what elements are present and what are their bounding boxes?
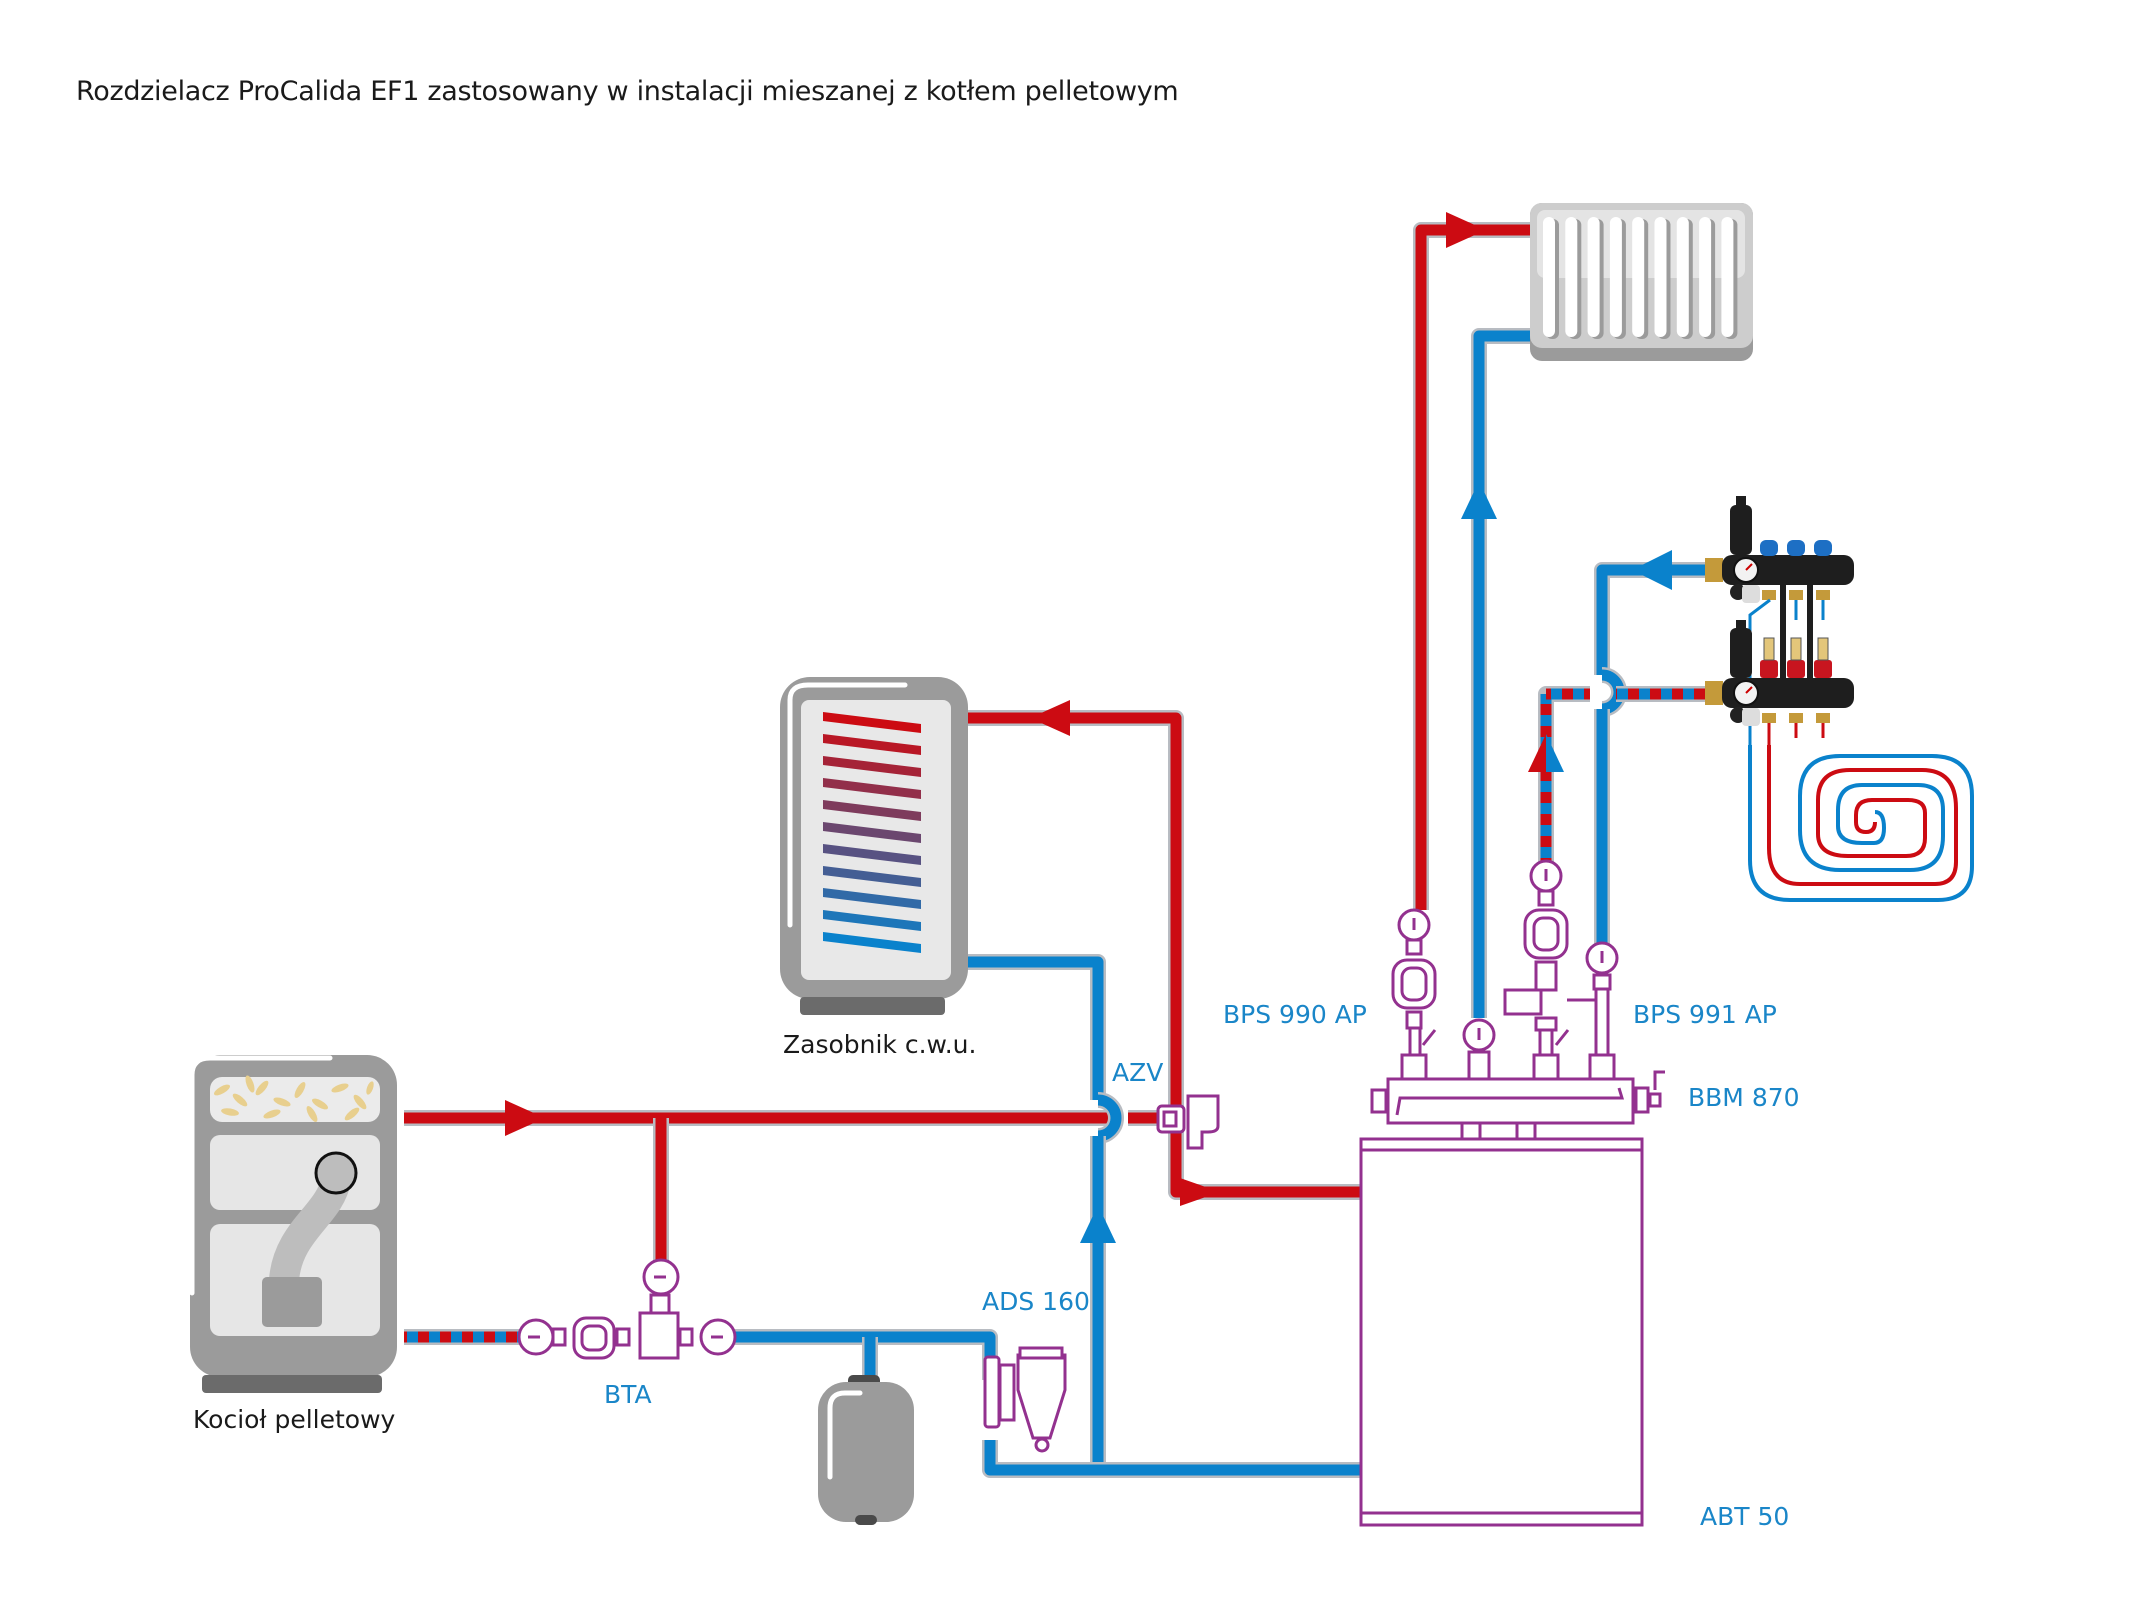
underfloor-manifold-icon[interactable] xyxy=(1705,496,1854,745)
arrow-right-icon xyxy=(1180,1178,1220,1206)
radiator-fin xyxy=(1676,217,1689,337)
radiator-fin xyxy=(1565,217,1578,337)
arrow-right-icon xyxy=(505,1100,545,1136)
floor-heating-coil-icon[interactable] xyxy=(1748,745,1974,902)
coil-turn xyxy=(823,800,921,821)
coil-turn xyxy=(823,932,921,953)
bps990-label: BPS 990 AP xyxy=(1223,1000,1367,1029)
radiator-fin xyxy=(1699,217,1712,337)
components xyxy=(517,859,1665,1527)
radiator-fin xyxy=(1609,217,1622,337)
bps991-label: BPS 991 AP xyxy=(1633,1000,1777,1029)
arrow-up-icon xyxy=(1461,481,1497,519)
coil-turn xyxy=(823,756,921,777)
zone-valve-icon[interactable] xyxy=(1156,1094,1220,1150)
pipe-dhw-return xyxy=(920,954,1124,1470)
arrow-left-icon xyxy=(1030,700,1070,736)
boiler-label: Kocioł pelletowy xyxy=(193,1405,396,1434)
diagram-title: Rozdzielacz ProCalida EF1 zastosowany w … xyxy=(76,76,1179,107)
radiator-fin xyxy=(1654,217,1667,337)
coil-turn xyxy=(823,778,921,799)
arrow-up-icon xyxy=(1080,1205,1116,1243)
pipe-radiator-return xyxy=(1471,328,1535,1018)
pump-group-icon[interactable] xyxy=(517,1258,737,1360)
radiator-fin xyxy=(1632,217,1645,337)
distribution-manifold-icon[interactable] xyxy=(1370,1070,1665,1141)
azv-label: AZV xyxy=(1112,1058,1164,1087)
arrow-up-icon xyxy=(1546,734,1564,772)
radiator-icon[interactable] xyxy=(1530,203,1753,361)
buffer-tank-icon[interactable] xyxy=(1359,1137,1644,1527)
bbm-label: BBM 870 xyxy=(1688,1083,1800,1112)
radiator-fins xyxy=(1543,217,1738,339)
pipe-ufh-return xyxy=(1594,562,1705,948)
radiator-fin xyxy=(1587,217,1600,337)
arrow-up-icon xyxy=(1528,734,1546,772)
pipes xyxy=(404,222,1705,1478)
dirt-separator-icon[interactable] xyxy=(983,1346,1067,1453)
coil-turn xyxy=(823,822,921,843)
heating-coil xyxy=(823,712,921,953)
coil-turn xyxy=(823,910,921,931)
arrow-right-icon xyxy=(1446,212,1486,248)
abt-label: ABT 50 xyxy=(1700,1502,1790,1531)
coil-turn xyxy=(823,888,921,909)
thermometer-icon xyxy=(1462,1018,1496,1081)
coil-turn xyxy=(823,734,921,755)
pipe-ufh-supply-mixed xyxy=(1538,686,1705,870)
ads-label: ADS 160 xyxy=(982,1287,1090,1316)
radiator-fin xyxy=(1543,217,1555,337)
pump-group-mixing-icon[interactable] xyxy=(1503,859,1619,1081)
pipe-return-main xyxy=(735,1329,1361,1478)
arrow-left-icon xyxy=(1632,550,1672,590)
coil-turn xyxy=(823,712,921,733)
coil-turn xyxy=(823,844,921,865)
pellet-boiler-icon[interactable] xyxy=(189,1055,397,1393)
dhw-tank-label: Zasobnik c.w.u. xyxy=(783,1030,977,1059)
hot-water-tank-icon[interactable] xyxy=(780,677,968,1015)
coil-turn xyxy=(823,866,921,887)
pump-group-direct-icon[interactable] xyxy=(1391,908,1437,1081)
radiator-fin xyxy=(1721,217,1734,337)
expansion-vessel-icon[interactable] xyxy=(818,1375,914,1525)
pipe-radiator-supply xyxy=(1413,222,1535,910)
bta-label: BTA xyxy=(604,1380,652,1409)
flow-arrows xyxy=(505,212,1672,1243)
